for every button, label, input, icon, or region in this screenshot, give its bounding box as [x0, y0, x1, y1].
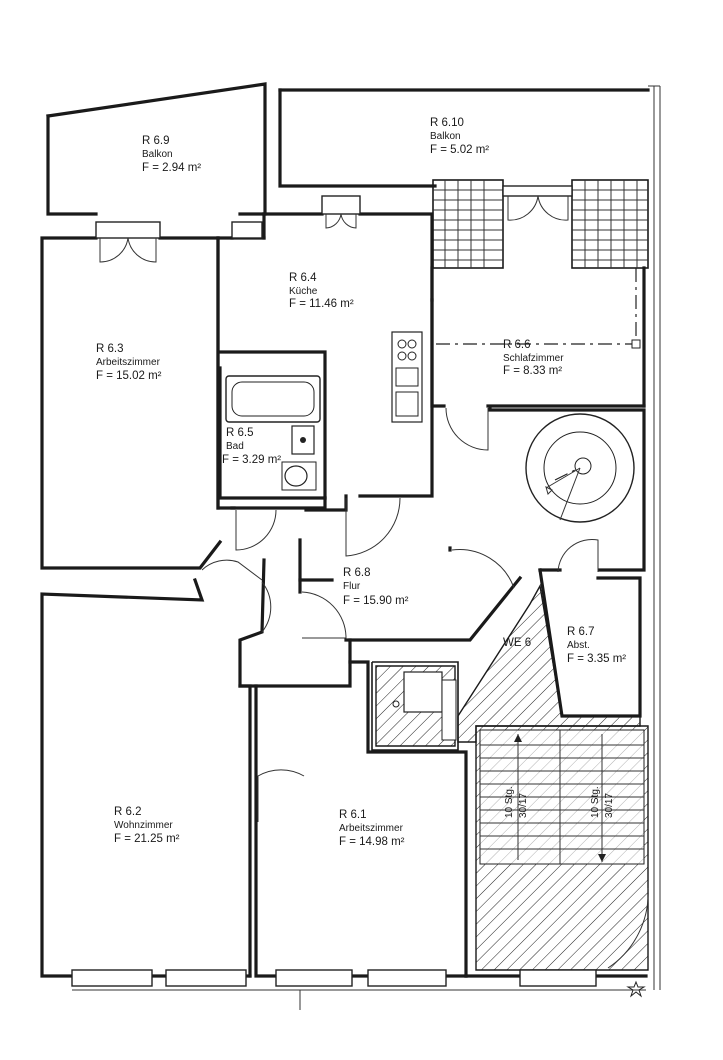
room-6-8-area: F = 15.90 m²	[343, 595, 409, 607]
stair-right-steps: 10 Stg.	[590, 786, 601, 818]
room-6-6-area: F = 8.33 m²	[503, 365, 562, 377]
room-6-4-name: Küche	[289, 286, 318, 297]
room-6-2-id: R 6.2	[114, 806, 142, 818]
kitchen-counter	[391, 331, 423, 423]
room-6-9-label: R 6.9 Balkon F = 2.94 m²	[142, 135, 201, 174]
room-6-2-name: Wohnzimmer	[114, 820, 173, 831]
stair-hatch-overlay	[480, 730, 644, 864]
room-6-1-name: Arbeitszimmer	[339, 823, 404, 834]
room-6-1-id: R 6.1	[339, 809, 367, 821]
room-6-2-label: R 6.2 Wohnzimmer F = 21.25 m²	[114, 806, 180, 845]
compass-star-icon	[626, 980, 646, 998]
room-6-4-area: F = 11.46 m²	[289, 298, 354, 310]
room-6-10-label: R 6.10 Balkon F = 5.02 m²	[430, 117, 489, 156]
room-6-5-id: R 6.5	[226, 427, 254, 439]
room-6-5-name: Bad	[226, 441, 244, 452]
room-6-1-label: R 6.1 Arbeitszimmer F = 14.98 m²	[339, 809, 405, 848]
room-6-6-id: R 6.6	[503, 339, 531, 351]
balcony-walls	[46, 82, 661, 990]
room-6-10-name: Balkon	[430, 131, 461, 142]
room-6-8-name: Flur	[343, 581, 361, 592]
radiator-left	[432, 179, 504, 269]
doors	[99, 195, 649, 969]
room-6-4-label: R 6.4 Küche F = 11.46 m²	[289, 272, 354, 310]
sink	[291, 425, 315, 455]
room-6-7-id: R 6.7	[567, 626, 595, 638]
room-6-9-name: Balkon	[142, 149, 173, 160]
stair-left-steps: 10 Stg.	[504, 786, 515, 818]
room-6-9-area: F = 2.94 m²	[142, 162, 201, 174]
toilet	[281, 461, 317, 491]
stair-right-ratio: 30/17	[604, 793, 615, 818]
stair-left-ratio: 30/17	[518, 793, 529, 818]
bathtub	[225, 375, 321, 423]
room-6-10-id: R 6.10	[430, 117, 464, 129]
room-6-5-area: F = 3.29 m²	[222, 454, 281, 466]
room-6-8-label: R 6.8 Flur F = 15.90 m²	[343, 567, 409, 607]
room-6-2-area: F = 21.25 m²	[114, 833, 180, 845]
room-6-7-area: F = 3.35 m²	[567, 653, 626, 665]
room-6-3-name: Arbeitszimmer	[96, 357, 161, 368]
room-6-6-name: Schlafzimmer	[503, 353, 564, 364]
room-6-3-id: R 6.3	[96, 343, 124, 355]
room-6-3-label: R 6.3 Arbeitszimmer F = 15.02 m²	[96, 343, 162, 382]
room-6-1-area: F = 14.98 m²	[339, 836, 405, 848]
room-6-6-label: R 6.6 Schlafzimmer F = 8.33 m²	[503, 339, 564, 377]
radiator-right	[571, 179, 649, 269]
dashed-lines	[436, 268, 641, 349]
room-6-7-name: Abst.	[567, 640, 590, 651]
room-6-3-area: F = 15.02 m²	[96, 370, 162, 382]
room-6-10-area: F = 5.02 m²	[430, 144, 489, 156]
room-6-5-label: R 6.5 Bad F = 3.29 m²	[222, 427, 281, 466]
shaft-fixture	[392, 671, 457, 741]
room-6-4-id: R 6.4	[289, 272, 317, 284]
room-6-7-label: R 6.7 Abst. F = 3.35 m²	[567, 626, 626, 665]
room-6-8-id: R 6.8	[343, 567, 371, 579]
spiral-stair	[525, 413, 635, 523]
room-6-9-id: R 6.9	[142, 135, 170, 147]
unit-label: WE 6	[503, 637, 531, 649]
